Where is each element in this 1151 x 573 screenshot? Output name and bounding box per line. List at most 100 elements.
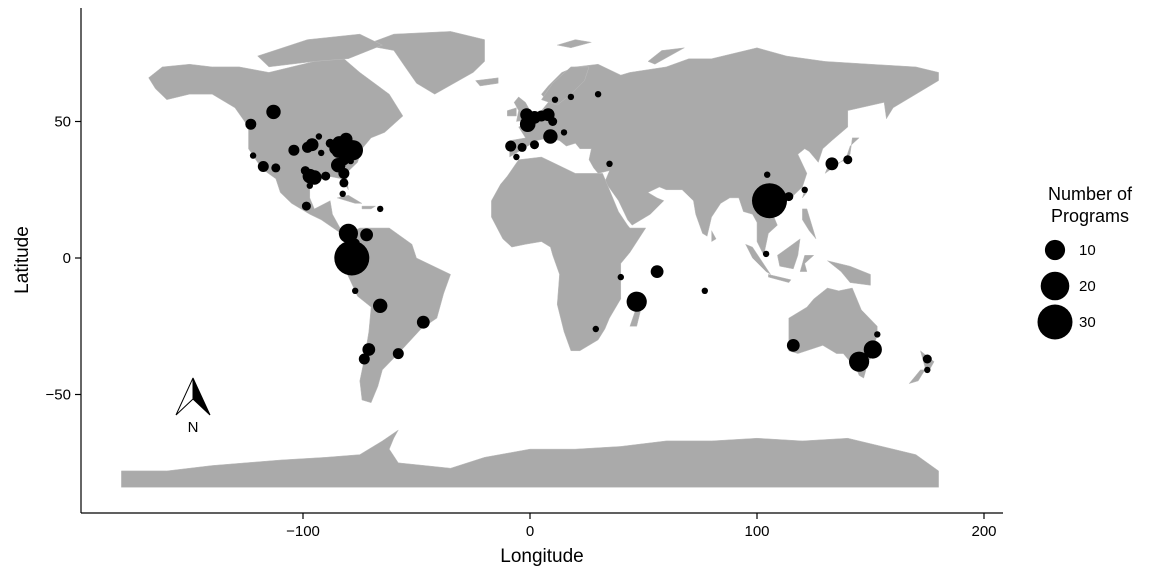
program-point <box>347 157 354 165</box>
land-cuba <box>336 194 363 204</box>
land-new-guinea <box>827 260 871 286</box>
north-arrow: N <box>175 377 211 436</box>
legend-label: 20 <box>1079 278 1096 295</box>
land-philippines <box>802 208 817 240</box>
land-new-zealand-south <box>908 369 926 385</box>
y-ticks: −50 0 50 <box>46 114 81 404</box>
program-point <box>416 315 430 329</box>
program-point <box>543 129 558 144</box>
program-point <box>358 353 370 365</box>
land-svalbard <box>557 39 592 49</box>
legend-label: 30 <box>1079 314 1096 331</box>
program-point <box>342 140 363 161</box>
program-point <box>849 351 870 372</box>
land-sulawesi <box>799 255 815 272</box>
program-point <box>334 240 370 276</box>
program-point <box>373 298 388 313</box>
program-point <box>266 104 281 120</box>
x-axis-title: Longitude <box>500 546 583 567</box>
land-novaya-zemlya <box>647 47 685 65</box>
program-point <box>315 133 323 140</box>
axes: −100 0 100 200 −50 0 50 Longitude Latitude <box>12 8 1003 567</box>
land-ireland <box>507 107 517 117</box>
north-arrow-right-half <box>192 377 211 416</box>
program-point <box>331 145 345 158</box>
points-layer <box>245 91 932 374</box>
program-point <box>801 186 808 193</box>
program-point <box>318 149 325 157</box>
x-tick-label: 0 <box>526 523 534 540</box>
program-point <box>392 348 404 360</box>
program-point <box>626 291 647 312</box>
program-point <box>307 170 322 185</box>
y-tick-label: 0 <box>63 250 71 267</box>
legend-title-line2: Programs <box>1051 206 1129 226</box>
land-canadian-archipelago <box>257 33 384 68</box>
program-point <box>764 171 771 178</box>
x-tick-label: 200 <box>971 523 996 540</box>
legend-title-line1: Number of <box>1048 184 1133 204</box>
program-point <box>505 140 517 152</box>
program-point <box>752 183 787 219</box>
legend-entries: 10 20 30 <box>1037 239 1096 340</box>
program-point <box>338 223 358 243</box>
program-point <box>245 118 257 130</box>
legend: Number of Programs 10 20 30 <box>1037 184 1133 340</box>
north-arrow-label: N <box>188 419 199 436</box>
program-point <box>924 366 931 374</box>
program-point <box>517 142 527 152</box>
program-point <box>786 339 800 352</box>
land-antarctica <box>121 429 939 488</box>
land-borneo <box>777 238 801 270</box>
legend-label: 10 <box>1079 242 1096 259</box>
program-point <box>305 138 319 152</box>
program-point <box>701 287 708 294</box>
program-point <box>271 163 281 173</box>
program-point <box>301 201 311 211</box>
program-point <box>362 343 376 356</box>
land-iceland <box>475 77 499 87</box>
program-point <box>874 331 881 338</box>
program-point <box>617 273 624 281</box>
program-point <box>321 171 331 181</box>
program-point <box>352 287 359 294</box>
legend-symbol <box>1037 304 1073 340</box>
land-hispaniola <box>361 205 377 210</box>
program-point <box>650 265 664 278</box>
land-greenland <box>363 31 485 95</box>
program-point <box>863 340 882 359</box>
program-point <box>592 325 599 333</box>
program-point <box>338 167 350 179</box>
land-layer <box>121 31 939 488</box>
land-java <box>768 274 792 283</box>
program-point <box>784 192 794 202</box>
x-tick-label: −100 <box>286 523 320 540</box>
program-point <box>288 144 300 156</box>
program-point <box>300 166 310 176</box>
program-point <box>360 228 373 242</box>
y-axis-title: Latitude <box>12 226 33 294</box>
program-point <box>843 155 853 165</box>
north-arrow-left-half <box>175 377 194 416</box>
program-point <box>339 190 346 197</box>
program-point <box>825 157 839 171</box>
program-point <box>339 178 349 188</box>
program-point <box>306 182 313 189</box>
program-point <box>513 153 520 161</box>
legend-symbol <box>1040 271 1070 301</box>
program-point <box>551 96 559 103</box>
program-point <box>249 152 257 159</box>
land-scandinavia <box>541 66 590 106</box>
land-north-america <box>148 58 404 240</box>
y-tick-label: −50 <box>46 387 71 404</box>
program-point <box>762 250 770 258</box>
program-point <box>257 161 269 172</box>
program-point <box>606 160 613 167</box>
land-sri-lanka <box>711 230 717 243</box>
program-point <box>548 117 558 126</box>
program-point <box>594 91 602 98</box>
y-tick-label: 50 <box>54 114 71 131</box>
land-africa <box>491 156 647 352</box>
x-tick-label: 100 <box>744 523 769 540</box>
